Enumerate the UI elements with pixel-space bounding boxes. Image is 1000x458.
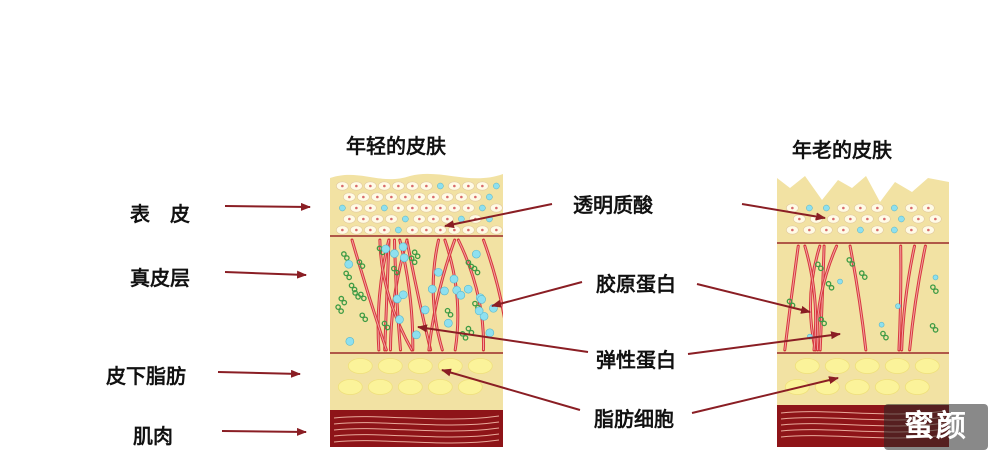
- arrow-elastin-young: [417, 324, 589, 353]
- label-hyaluronic-acid: 透明质酸: [573, 193, 653, 217]
- young-skin-title: 年轻的皮肤: [346, 134, 446, 158]
- arrow-elastin-old: [687, 331, 841, 355]
- component-arrows: [417, 203, 841, 414]
- label-dermis: 真皮层: [130, 266, 190, 290]
- arrow-collagen-old: [696, 283, 811, 314]
- young-skin-block: [330, 173, 503, 447]
- label-muscle: 肌肉: [133, 424, 173, 448]
- arrow-hyaluronic-young: [444, 203, 553, 229]
- old-dermis-fibers: [783, 244, 939, 352]
- young-epidermis-cells: [336, 181, 503, 235]
- watermark-logo: 蜜颜: [884, 404, 988, 450]
- young-fat-cells: [337, 358, 493, 395]
- arrow-fat-old: [691, 376, 839, 414]
- young-muscle-fibers: [333, 415, 500, 444]
- old-epidermis-cells: [786, 203, 942, 235]
- label-elastin: 弹性蛋白: [596, 348, 676, 372]
- arrow-epidermis: [224, 202, 311, 211]
- label-collagen: 胶原蛋白: [596, 272, 676, 296]
- label-fat-cells: 脂肪细胞: [594, 407, 674, 431]
- old-skin-title: 年老的皮肤: [792, 138, 892, 162]
- arrow-hyaluronic-old: [741, 203, 826, 221]
- young-dermis-fibers: [335, 238, 503, 352]
- label-subcutaneous: 皮下脂肪: [106, 364, 186, 388]
- arrow-collagen-young: [491, 281, 583, 308]
- arrow-muscle: [221, 427, 307, 436]
- arrow-fat-young: [441, 368, 581, 411]
- arrow-subcutaneous: [217, 369, 301, 378]
- label-epidermis: 表 皮: [130, 202, 190, 226]
- old-fat-cells: [784, 358, 940, 395]
- arrow-dermis: [224, 270, 307, 279]
- layer-arrows: [217, 202, 311, 436]
